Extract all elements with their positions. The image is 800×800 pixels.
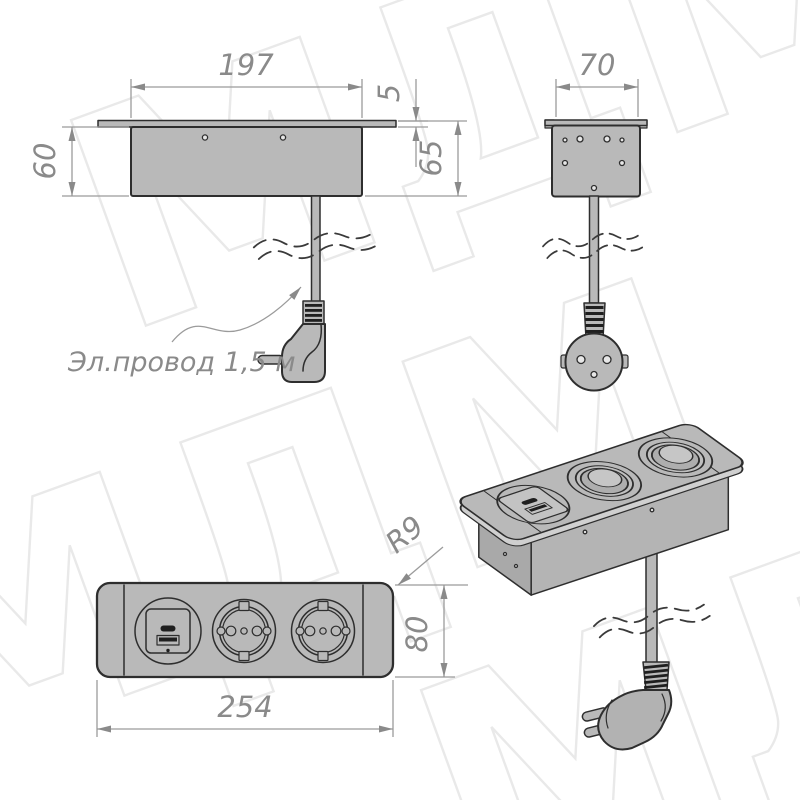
screw-hole (201, 134, 209, 141)
dimension-depth: 60 (28, 143, 62, 180)
strain-relief-rib (305, 309, 322, 312)
cord-break-symbol (252, 232, 379, 260)
strain-relief-rib (643, 668, 669, 675)
dimension-flange-thickness: 5 (372, 84, 406, 102)
socket-recess-floor (658, 444, 694, 464)
strain-relief-rib (585, 324, 604, 327)
screw-hole (561, 159, 569, 167)
under-counter-box (130, 126, 363, 197)
screw-hole (619, 137, 625, 143)
cord-leader-line (171, 286, 302, 343)
strain-relief-rib (585, 330, 604, 333)
plug-face (564, 332, 624, 392)
cord-label: Эл.провод 1,5 м (67, 347, 296, 378)
schuko-socket-3d (566, 461, 643, 502)
power-cord (310, 195, 321, 304)
socket-recess-floor (587, 468, 623, 488)
usb-c-port (160, 625, 176, 632)
plug-center-hole (590, 370, 598, 379)
dimension-width: 70 (579, 48, 616, 82)
strain-relief-rib (585, 318, 604, 321)
strain-relief-rib (643, 663, 669, 670)
pin-hole (304, 625, 316, 637)
strain-relief-rib (585, 306, 604, 309)
pin-hole (330, 625, 342, 637)
strain-relief-rib (643, 673, 669, 680)
angled-plug (597, 689, 673, 751)
cord-break-symbol (542, 232, 646, 260)
screw-hole (562, 137, 568, 143)
plug-molding-line (302, 323, 323, 372)
dimension-height: 80 (400, 616, 434, 653)
plug-molding-line (660, 693, 666, 722)
extension-lines (395, 584, 468, 678)
center-hole (319, 627, 327, 635)
plug-pin-hole (602, 354, 612, 365)
power-cord (588, 195, 600, 304)
angled-plug (281, 323, 326, 383)
top-plate (459, 423, 744, 541)
end-view: 70 (542, 48, 648, 392)
screw-hole (618, 159, 626, 167)
screw-hole (513, 563, 519, 569)
screw-hole (582, 529, 588, 535)
earth-clip-bottom (238, 650, 250, 662)
isometric-view (459, 423, 744, 751)
side-notch (216, 626, 226, 636)
earth-clip-bottom (317, 650, 329, 662)
radius-leader-line (397, 546, 444, 586)
usb-a-port (524, 502, 553, 515)
side-notch (262, 626, 272, 636)
pin-hole (225, 625, 237, 637)
plug-molding-line (605, 699, 613, 729)
side-view: 197 5 65 60 Эл.провод 1,5 м (28, 48, 467, 383)
usb-module (498, 486, 569, 523)
front-view: R9 80 254 (95, 509, 468, 737)
strain-relief-rib (305, 304, 322, 307)
pin-hole (251, 625, 263, 637)
power-cord (645, 547, 658, 665)
center-hole (240, 627, 248, 635)
earth-clip-top (317, 600, 329, 612)
usb-a-tongue (159, 637, 177, 642)
strain-relief-rib (585, 312, 604, 315)
dimension-total-depth: 65 (414, 140, 448, 177)
side-view-dimensions: 197 5 65 60 Эл.провод 1,5 м (28, 48, 467, 378)
schuko-socket-3d (637, 437, 714, 478)
dimension-width: 197 (218, 48, 274, 82)
screw-hole (502, 551, 508, 557)
usb-a-port (156, 634, 180, 646)
screw-hole (603, 135, 611, 143)
dimension-length: 254 (217, 690, 272, 724)
strain-relief-rib (305, 314, 322, 317)
schuko-socket (290, 598, 356, 664)
side-notch (295, 626, 305, 636)
earth-clip-top (238, 600, 250, 612)
end-view-dimensions: 70 (555, 48, 639, 117)
plug-pin-hole (576, 354, 586, 365)
usb-c-port (521, 498, 538, 505)
usb-a-tongue (528, 504, 548, 512)
side-notch (341, 626, 351, 636)
strain-relief-rib (643, 683, 669, 690)
led-dot (166, 648, 170, 653)
strain-relief-rib (643, 678, 669, 685)
screw-hole (576, 135, 584, 143)
cord-break-symbol (593, 603, 711, 639)
strain-relief-rib (305, 319, 322, 322)
screw-hole (649, 507, 655, 513)
screw-hole (279, 134, 287, 141)
schuko-socket (211, 598, 277, 664)
end-cap-dividers (123, 584, 364, 676)
screw-hole (590, 184, 598, 192)
